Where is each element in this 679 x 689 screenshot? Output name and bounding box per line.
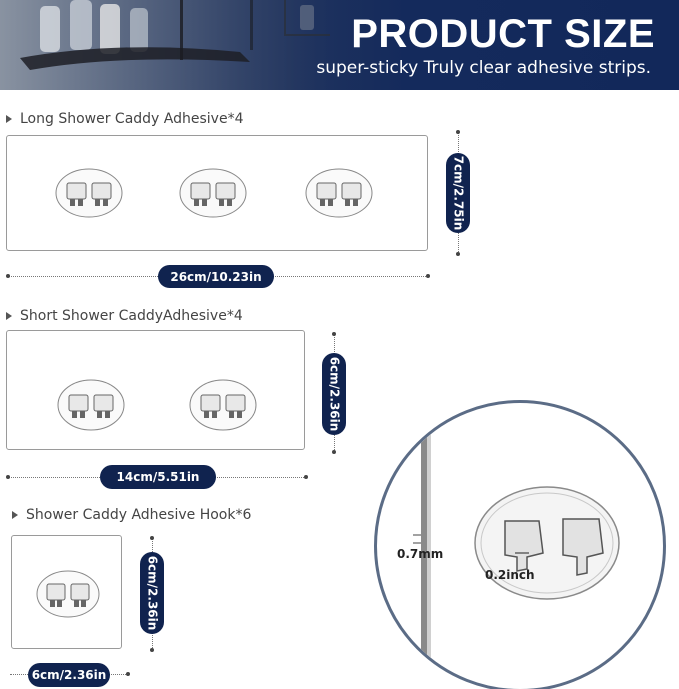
dimension-dot [6, 274, 10, 278]
section-label-long: Long Shower Caddy Adhesive*4 [6, 111, 243, 127]
dimension-dot [456, 252, 460, 256]
width-label-hook: 6cm/2.36in [28, 663, 110, 687]
zoom-detail-circle: 0.7mm 0.2inch [374, 400, 666, 689]
section-label-short: Short Shower CaddyAdhesive*4 [6, 308, 243, 324]
triangle-bullet-icon [6, 115, 12, 123]
dimension-dot [426, 274, 430, 278]
adhesive-hook-icon [55, 168, 123, 218]
square-adhesive-hook [11, 535, 122, 649]
triangle-bullet-icon [12, 511, 18, 519]
height-label-hook: 6cm/2.36in [140, 552, 164, 634]
hook-closeup-illustration [413, 403, 620, 689]
page-title: PRODUCT SIZE [351, 12, 655, 56]
hook-gap-label: 0.2inch [485, 568, 535, 582]
dimension-dot [150, 536, 154, 540]
dimension-dot [332, 450, 336, 454]
adhesive-hook-icon [305, 168, 373, 218]
thickness-label: 0.7mm [397, 547, 444, 561]
adhesive-hook-icon [179, 168, 247, 218]
shower-caddy-photo [0, 0, 360, 90]
triangle-bullet-icon [6, 312, 12, 320]
height-label-long: 7cm/2.75in [446, 153, 470, 233]
dimension-dot [456, 130, 460, 134]
width-label-short: 14cm/5.51in [100, 465, 216, 489]
dimension-dot [332, 332, 336, 336]
dimension-dot [304, 475, 308, 479]
short-adhesive-strip [6, 330, 305, 450]
adhesive-hook-icon [189, 379, 257, 431]
width-label-long: 26cm/10.23in [158, 265, 274, 288]
dimension-dot [126, 672, 130, 676]
height-label-short: 6cm/2.36in [322, 353, 346, 435]
dimension-dot [6, 475, 10, 479]
dimension-dot [150, 648, 154, 652]
long-adhesive-strip [6, 135, 428, 251]
page-subtitle: super-sticky Truly clear adhesive strips… [316, 58, 651, 78]
section-label-hook: Shower Caddy Adhesive Hook*6 [12, 507, 251, 523]
adhesive-hook-icon [36, 570, 100, 618]
adhesive-hook-icon [57, 379, 125, 431]
header-banner: PRODUCT SIZE super-sticky Truly clear ad… [0, 0, 679, 90]
